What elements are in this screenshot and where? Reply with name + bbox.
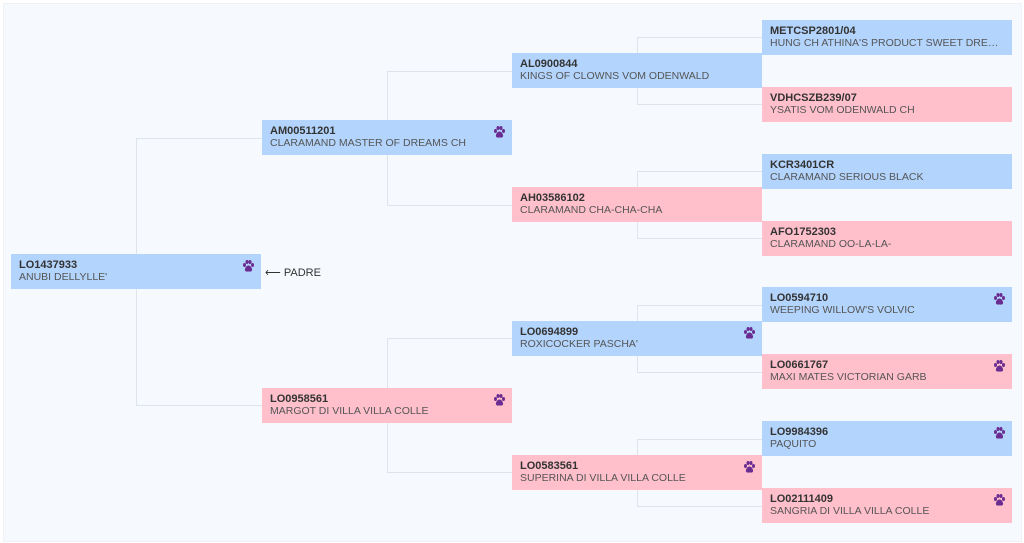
connector-line (387, 338, 512, 340)
connector-line (637, 371, 762, 373)
connector-line (637, 37, 762, 39)
dog-name: CLARAMAND SERIOUS BLACK (770, 170, 924, 183)
registration-number: AL0900844 (520, 58, 578, 71)
paw-icon (743, 460, 756, 473)
registration-number: AH03586102 (520, 192, 585, 205)
paw-icon (993, 426, 1006, 439)
registration-number: KCR3401CR (770, 158, 835, 171)
registration-number: LO0594710 (770, 292, 829, 305)
registration-number: LO1437933 (19, 259, 78, 271)
registration-number: LO0583561 (520, 459, 579, 472)
connector-line (387, 70, 512, 72)
arrow-left-icon: ⟵ (265, 267, 281, 279)
sire-label: ⟵ PADRE (265, 267, 321, 279)
dog-name: CLARAMAND CHA-CHA-CHA (520, 204, 663, 217)
dog-name: KINGS OF CLOWNS VOM ODENWALD (520, 70, 710, 83)
dog-name: SUPERINA DI VILLA VILLA COLLE (520, 471, 686, 484)
connector-line (637, 104, 762, 106)
connector-line (637, 304, 762, 306)
registration-number: LO0694899 (520, 325, 579, 338)
dog-name: PAQUITO (770, 438, 817, 451)
dog-name: ANUBI DELLYLLE' (19, 271, 108, 283)
dog-name: HUNG CH ATHINA'S PRODUCT SWEET DREAM ... (770, 36, 1002, 49)
registration-number: METCSP2801/04 (770, 24, 856, 37)
connector-line (387, 204, 512, 206)
dog-name: ROXICOCKER PASCHA' (520, 337, 638, 350)
dog-name: CLARAMAND OO-LA-LA- (770, 237, 892, 250)
paw-icon (993, 292, 1006, 306)
dog-name: MARGOT DI VILLA VILLA COLLE (270, 404, 429, 417)
dog-name: WEEPING WILLOW'S VOLVIC (770, 304, 915, 317)
paw-icon (993, 493, 1006, 506)
paw-icon (493, 393, 506, 406)
paw-icon (743, 326, 756, 339)
registration-number: LO02111409 (770, 493, 834, 506)
connector-line (637, 238, 762, 240)
paw-icon (242, 259, 255, 272)
dog-name: SANGRIA DI VILLA VILLA COLLE (770, 505, 930, 518)
registration-number: LO0958561 (270, 392, 329, 405)
registration-number: LO0661767 (770, 359, 829, 372)
paw-icon (993, 359, 1006, 372)
connector-line (637, 505, 762, 507)
connector-line (637, 438, 762, 440)
registration-number: AFO1752303 (770, 225, 837, 238)
registration-number: VDHCSZB239/07 (770, 91, 857, 104)
dog-name: CLARAMAND MASTER OF DREAMS CH (270, 137, 467, 150)
dog-name: MAXI MATES VICTORIAN GARB (770, 371, 927, 384)
dog-name: YSATIS VOM ODENWALD CH (770, 103, 915, 116)
paw-icon (493, 125, 506, 138)
connector-line (637, 171, 762, 173)
registration-number: AM00511201 (270, 125, 336, 138)
connector-line (136, 405, 262, 407)
connector-line (387, 472, 512, 474)
registration-number: LO9984396 (770, 426, 829, 439)
connector-line (136, 137, 262, 139)
